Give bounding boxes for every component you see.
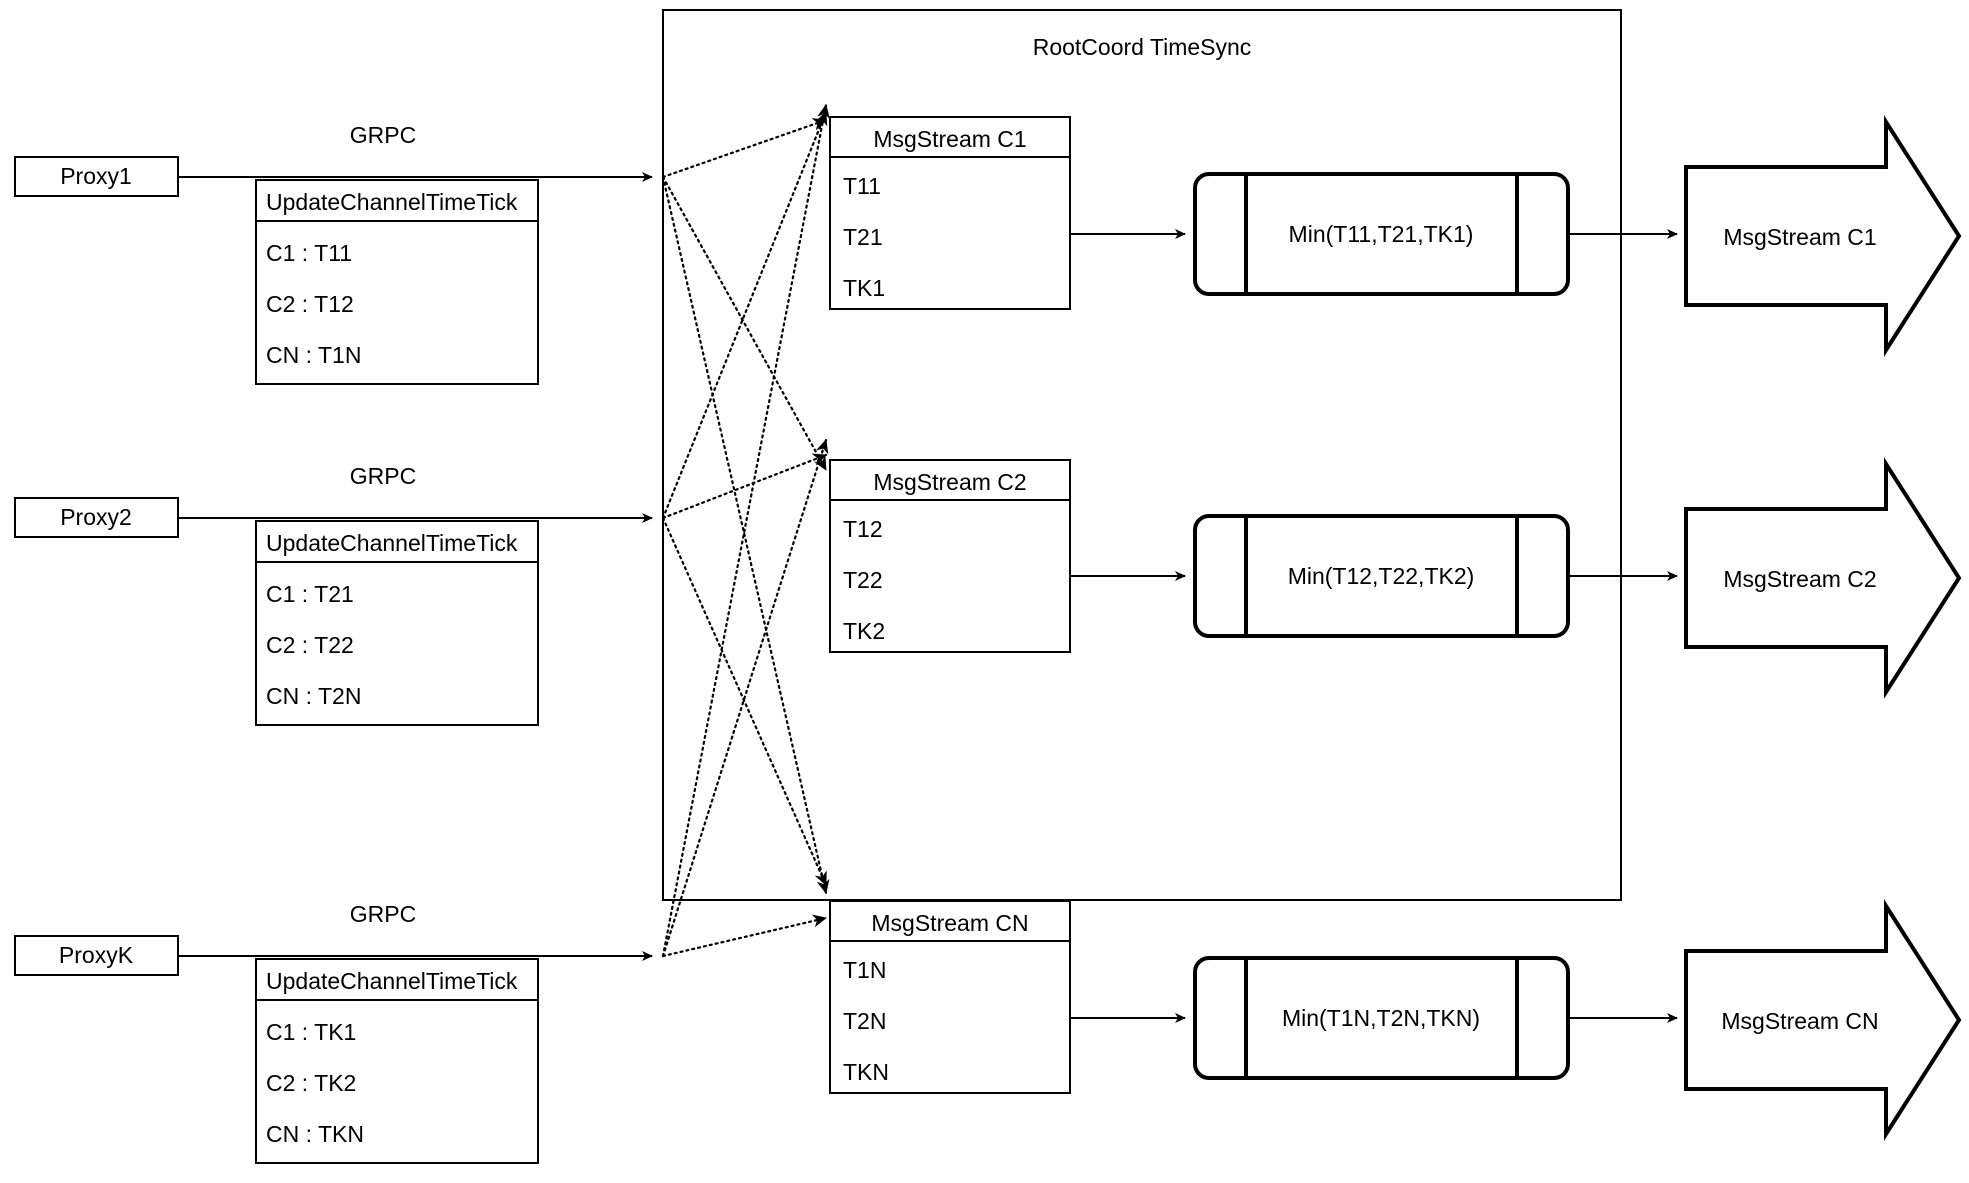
dotted-link-p1-cn: [661, 175, 830, 895]
msgstream-header-3: MsgStream CN: [871, 910, 1028, 936]
update-channel-timetick-box-2: [255, 520, 539, 726]
msgstream-box-3: [829, 900, 1071, 1094]
msgstream-row-1-1: T21: [843, 224, 883, 250]
output-arrow-label-2: MsgStream C2: [1723, 566, 1876, 592]
msgstream-row-1-2: TK1: [843, 275, 885, 301]
proxy-label-3: ProxyK: [59, 942, 134, 968]
dotted-link-p2-c2: [661, 453, 828, 520]
proxy-box-2[interactable]: [14, 497, 179, 538]
update-timetick-row-1-0: C1 : T11: [266, 240, 352, 266]
output-arrow-label-1: MsgStream C1: [1723, 224, 1876, 250]
update-timetick-row-2-1: C2 : T22: [266, 632, 354, 658]
msgstream-box-1: [829, 116, 1071, 310]
update-channel-timetick-box-3: [255, 958, 539, 1164]
msgstream-row-2-1: T22: [843, 567, 883, 593]
msgstream-header-1: MsgStream C1: [873, 126, 1026, 152]
proxy-label-2: Proxy2: [60, 504, 132, 530]
grpc-link-label-2: GRPC: [350, 463, 416, 489]
grpc-link-label-1: GRPC: [350, 122, 416, 148]
update-timetick-header-3: UpdateChannelTimeTick: [266, 968, 518, 994]
msgstream-row-2-0: T12: [843, 516, 883, 542]
rootcoord-timesync-title: RootCoord TimeSync: [1033, 34, 1252, 60]
update-timetick-row-1-2: CN : T1N: [266, 342, 361, 368]
dotted-link-pk-c2: [661, 438, 829, 958]
dotted-link-p1-c2: [661, 175, 828, 472]
msgstream-header-2: MsgStream C2: [873, 469, 1026, 495]
min-process-label-3: Min(T1N,T2N,TKN): [1282, 1005, 1480, 1031]
min-process-label-2: Min(T12,T22,TK2): [1288, 563, 1475, 589]
output-arrow-shape-2: [1684, 457, 1962, 699]
update-timetick-row-2-0: C1 : T21: [266, 581, 354, 607]
msgstream-row-3-2: TKN: [843, 1059, 889, 1085]
dotted-link-p2-c1: [661, 110, 828, 520]
msgstream-row-3-1: T2N: [843, 1008, 886, 1034]
msgstream-box-2: [829, 459, 1071, 653]
update-timetick-row-3-0: C1 : TK1: [266, 1019, 356, 1045]
output-arrow-label-3: MsgStream CN: [1721, 1008, 1878, 1034]
update-timetick-header-2: UpdateChannelTimeTick: [266, 530, 518, 556]
update-timetick-row-1-1: C2 : T12: [266, 291, 354, 317]
dotted-link-pk-c1: [661, 103, 830, 958]
update-timetick-row-3-1: C2 : TK2: [266, 1070, 356, 1096]
dotted-link-pk-cn: [661, 914, 828, 958]
proxy-label-1: Proxy1: [60, 163, 132, 189]
update-timetick-row-2-2: CN : T2N: [266, 683, 361, 709]
dotted-link-p1-c1: [661, 118, 828, 179]
dotted-link-p2-cn: [661, 516, 828, 887]
msgstream-row-1-0: T11: [843, 173, 881, 199]
msgstream-row-3-0: T1N: [843, 957, 886, 983]
update-channel-timetick-box-1: [255, 179, 539, 385]
msgstream-row-2-2: TK2: [843, 618, 885, 644]
grpc-link-label-3: GRPC: [350, 901, 416, 927]
output-arrow-shape-1: [1684, 115, 1962, 357]
output-arrow-shape-3: [1684, 899, 1962, 1141]
update-timetick-row-3-2: CN : TKN: [266, 1121, 364, 1147]
rootcoord-timesync-container: [662, 9, 1622, 901]
min-process-label-1: Min(T11,T21,TK1): [1289, 221, 1474, 247]
update-timetick-header-1: UpdateChannelTimeTick: [266, 189, 518, 215]
